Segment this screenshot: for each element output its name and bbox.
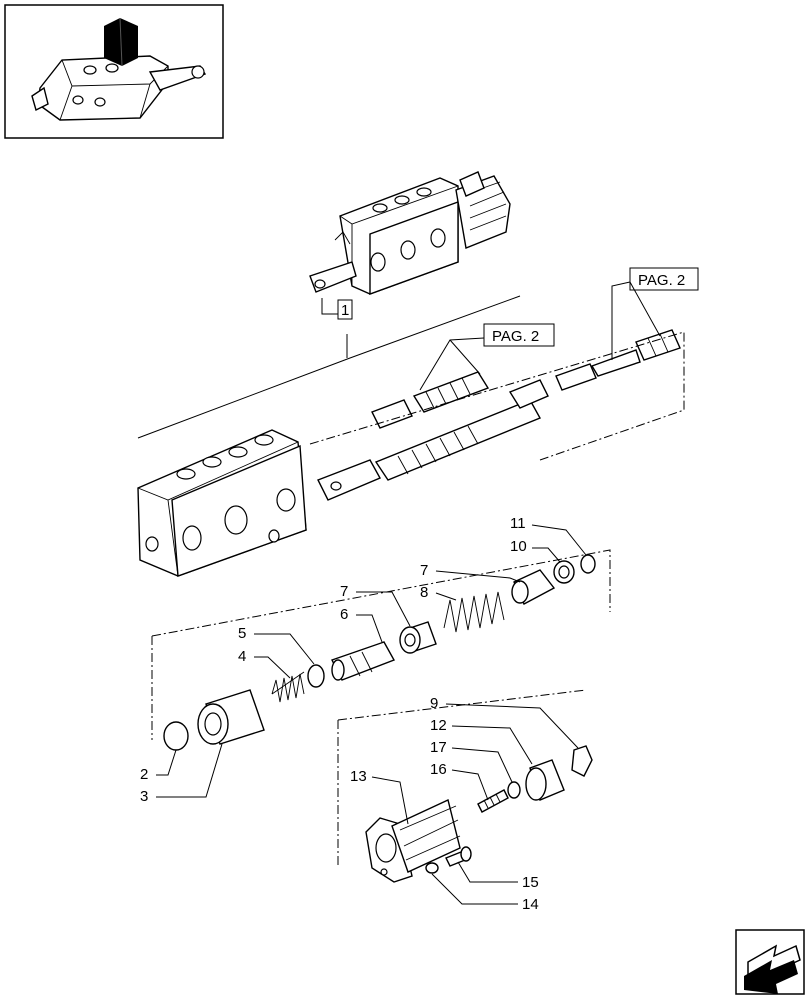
callout-14: 14 [431,873,539,913]
callout-16: 16 [430,761,489,801]
bolt-15 [445,846,472,867]
thumbnail-frame [4,4,224,139]
label-1: 1 [341,302,349,319]
svg-text:11: 11 [510,515,526,532]
pag-label-lower: PAG. 2 [492,328,539,345]
o-ring-2 [163,721,189,751]
callout-5: 5 [238,625,315,665]
clip-9 [571,745,593,777]
svg-text:14: 14 [522,896,539,913]
svg-text:5: 5 [238,625,246,642]
callout-3: 3 [140,743,223,805]
svg-text:3: 3 [140,788,148,805]
pag-label-upper: PAG. 2 [638,272,685,289]
callout-7b: 7 [420,562,521,583]
section-leader-line [137,295,521,439]
callout-11: 11 [510,515,587,556]
callout-7a: 7 [340,583,411,627]
nut-12 [525,759,565,801]
callout-8: 8 [420,584,457,601]
svg-text:2: 2 [140,766,148,783]
sleeve-3 [197,689,265,745]
washer-17 [507,781,521,799]
washer-14 [425,862,439,874]
dashed-enclosure-middle [151,549,611,740]
callout-9: 9 [430,695,579,749]
next-page-arrow-icon[interactable] [735,929,805,995]
callout-12: 12 [430,717,533,765]
svg-text:10: 10 [510,538,527,555]
callout-4: 4 [238,648,291,679]
callout-2: 2 [140,749,177,783]
pag-reference-lower: PAG. 2 [419,323,555,391]
svg-text:8: 8 [420,584,428,601]
collar-7a [399,621,437,654]
screw-16 [477,789,509,813]
svg-text:7: 7 [420,562,428,579]
tractor-lift-thumbnail-icon [31,17,207,121]
pag-reference-upper: PAG. 2 [611,267,699,360]
callout-6: 6 [340,606,383,643]
collar-7b [511,569,556,605]
o-ring-5 [307,664,325,688]
svg-text:15: 15 [522,874,539,891]
stem-6 [331,641,396,681]
callout-15: 15 [457,861,539,891]
callout-13: 13 [350,768,409,825]
callout-1: 1 [321,298,353,320]
valve-body-exploded [137,329,681,577]
spring-8 [443,591,505,633]
dashed-enclosure-upper [309,331,685,461]
ring-11 [580,554,596,574]
svg-text:12: 12 [430,717,447,734]
svg-text:9: 9 [430,695,438,712]
svg-text:13: 13 [350,768,367,785]
callout-10: 10 [510,538,561,563]
housing-13 [365,799,461,883]
callout-17: 17 [430,739,513,783]
svg-text:6: 6 [340,606,348,623]
valve-section-assembly [309,171,511,295]
svg-text:16: 16 [430,761,447,778]
svg-text:17: 17 [430,739,447,756]
svg-text:7: 7 [340,583,348,600]
spring-4 [271,671,305,703]
svg-text:4: 4 [238,648,246,665]
